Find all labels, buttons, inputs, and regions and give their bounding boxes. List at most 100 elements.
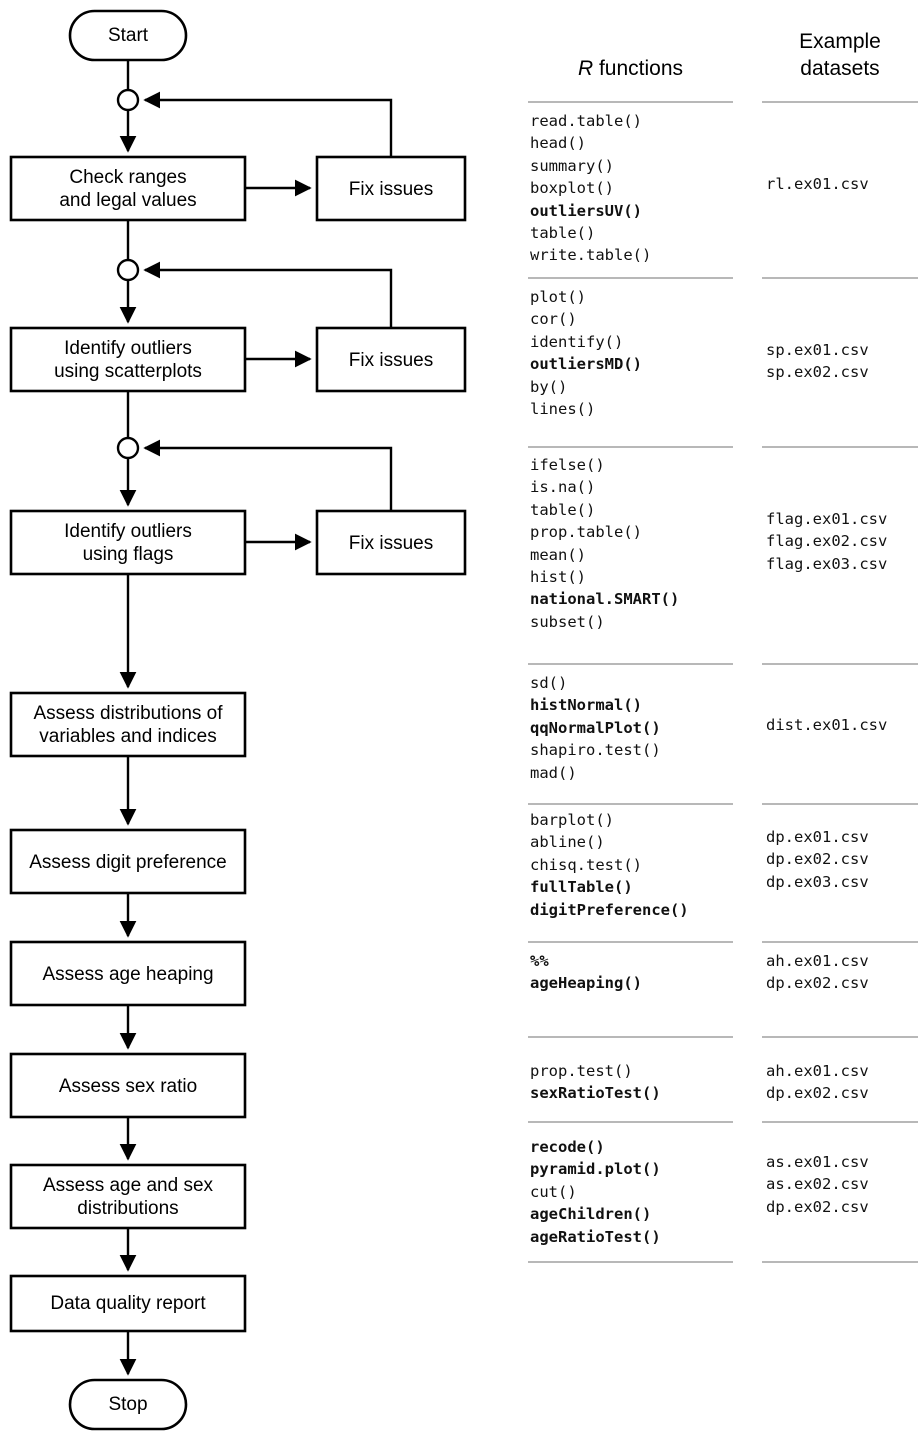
function-name: mean() xyxy=(530,545,586,564)
node-fix-issues-1-label: Fix issues xyxy=(349,179,433,200)
dataset-name: dp.ex01.csv xyxy=(766,828,869,846)
node-start: Start xyxy=(68,9,188,62)
junction-node-2 xyxy=(116,258,140,282)
node-assess-age-sex-label-line1: Assess age and sex xyxy=(43,1175,214,1196)
table-rule-c1-5 xyxy=(528,941,733,943)
function-name: hist() xyxy=(530,568,586,587)
junction-node-1 xyxy=(116,88,140,112)
datasets-cell-0: rl.ex01.csv xyxy=(766,173,869,195)
function-name: outliersUV() xyxy=(530,201,642,220)
node-identify-scatter-label-line2: using scatterplots xyxy=(54,361,202,382)
node-assess-digit: Assess digit preference xyxy=(9,828,247,895)
function-name: ageHeaping() xyxy=(530,974,642,993)
datasets-cell-7: as.ex01.csv as.ex02.csv dp.ex02.csv xyxy=(766,1151,869,1218)
example-datasets-line1: Example xyxy=(799,30,881,53)
function-name: mad() xyxy=(530,763,577,782)
node-check-ranges: Check ranges and legal values xyxy=(9,155,247,222)
node-check-ranges-label-line2: and legal values xyxy=(59,190,196,211)
node-fix-issues-2: Fix issues xyxy=(315,326,467,393)
table-rule-c1-3 xyxy=(528,663,733,665)
example-datasets-line2: datasets xyxy=(800,57,880,80)
edge-fix3-feedback-to-junction3 xyxy=(143,439,393,511)
function-name: lines() xyxy=(530,400,596,419)
dataset-name: ah.ex01.csv xyxy=(766,952,869,970)
table-rule-c2-3 xyxy=(762,663,918,665)
table-header-row: R functions Example datasets xyxy=(500,26,918,86)
function-name: boxplot() xyxy=(530,179,614,198)
function-name: summary() xyxy=(530,156,614,175)
node-assess-digit-label: Assess digit preference xyxy=(29,852,227,873)
table-rule-c1-4 xyxy=(528,803,733,805)
function-name: cor() xyxy=(530,310,577,329)
r-functions-suffix: functions xyxy=(593,57,684,80)
table-rule-c2-6 xyxy=(762,1036,918,1038)
node-assess-sex-ratio: Assess sex ratio xyxy=(9,1052,247,1119)
function-name: cut() xyxy=(530,1182,577,1201)
node-identify-scatter: Identify outliers using scatterplots xyxy=(9,326,247,393)
function-name: shapiro.test() xyxy=(530,741,661,760)
node-fix-issues-1: Fix issues xyxy=(315,155,467,222)
function-name: fullTable() xyxy=(530,878,633,897)
edge-fix2-feedback-to-junction2 xyxy=(143,261,393,328)
table-rule-c2-7 xyxy=(762,1121,918,1123)
function-name: ageRatioTest() xyxy=(530,1227,661,1246)
function-name: national.SMART() xyxy=(530,590,680,609)
dataset-name: as.ex02.csv xyxy=(766,1175,869,1194)
function-name: head() xyxy=(530,134,586,153)
function-name: %% xyxy=(530,952,549,970)
flowchart-panel: Start Check ranges and legal values Fix … xyxy=(9,9,467,1431)
table-rule-c2-2 xyxy=(762,446,918,448)
node-assess-sex-ratio-label: Assess sex ratio xyxy=(59,1076,197,1097)
reference-table: R functions Example datasets read.table(… xyxy=(500,0,918,1435)
node-data-quality-report: Data quality report xyxy=(9,1274,247,1333)
node-identify-scatter-label-line1: Identify outliers xyxy=(64,338,192,359)
functions-cell-2: ifelse()is.na()table()prop.table()mean()… xyxy=(530,454,679,633)
node-stop-label: Stop xyxy=(108,1394,147,1415)
functions-cell-4: barplot()abline()chisq.test()fullTable()… xyxy=(530,809,689,921)
function-name: is.na() xyxy=(530,478,596,497)
table-rule-c1-1 xyxy=(528,277,733,279)
function-name: pyramid.plot() xyxy=(530,1160,661,1179)
node-check-ranges-label-line1: Check ranges xyxy=(69,167,186,188)
datasets-cell-4: dp.ex01.csv dp.ex02.csv dp.ex03.csv xyxy=(766,826,869,893)
column-header-r-functions: R functions xyxy=(528,55,733,82)
dataset-name: flag.ex03.csv xyxy=(766,554,888,573)
table-rule-c1-2 xyxy=(528,446,733,448)
function-name: ifelse() xyxy=(530,456,605,474)
node-assess-distributions: Assess distributions of variables and in… xyxy=(9,691,247,758)
function-name: plot() xyxy=(530,288,586,306)
node-assess-distributions-label-line1: Assess distributions of xyxy=(33,703,223,724)
table-rule-c1-7 xyxy=(528,1121,733,1123)
r-italic-prefix: R xyxy=(577,57,594,80)
table-rule-c1-0 xyxy=(528,101,733,103)
node-fix-issues-2-label: Fix issues xyxy=(349,350,433,371)
dataset-name: dp.ex03.csv xyxy=(766,872,869,891)
dataset-name: dp.ex02.csv xyxy=(766,850,869,869)
function-name: table() xyxy=(530,224,596,243)
node-assess-heaping-label: Assess age heaping xyxy=(42,964,213,985)
function-name: ageChildren() xyxy=(530,1205,652,1224)
dataset-name: ah.ex01.csv xyxy=(766,1062,869,1080)
function-name: sd() xyxy=(530,674,568,692)
function-name: identify() xyxy=(530,332,624,351)
dataset-name: dp.ex02.csv xyxy=(766,1197,869,1216)
function-name: by() xyxy=(530,377,568,396)
function-name: table() xyxy=(530,500,596,519)
dataset-name: dist.ex01.csv xyxy=(766,716,888,734)
dataset-name: as.ex01.csv xyxy=(766,1153,869,1171)
node-assess-distributions-label-line2: variables and indices xyxy=(39,726,216,747)
function-name: write.table() xyxy=(530,246,652,265)
dataset-name: flag.ex01.csv xyxy=(766,510,888,528)
dataset-name: sp.ex01.csv xyxy=(766,341,869,359)
column-header-example-datasets: Example datasets xyxy=(762,28,918,82)
table-rule-c1-8 xyxy=(528,1261,733,1263)
function-name: digitPreference() xyxy=(530,900,689,919)
datasets-cell-3: dist.ex01.csv xyxy=(766,714,887,736)
functions-cell-5: %% ageHeaping() xyxy=(530,950,642,995)
table-rule-c2-1 xyxy=(762,277,918,279)
function-name: recode() xyxy=(530,1138,605,1156)
